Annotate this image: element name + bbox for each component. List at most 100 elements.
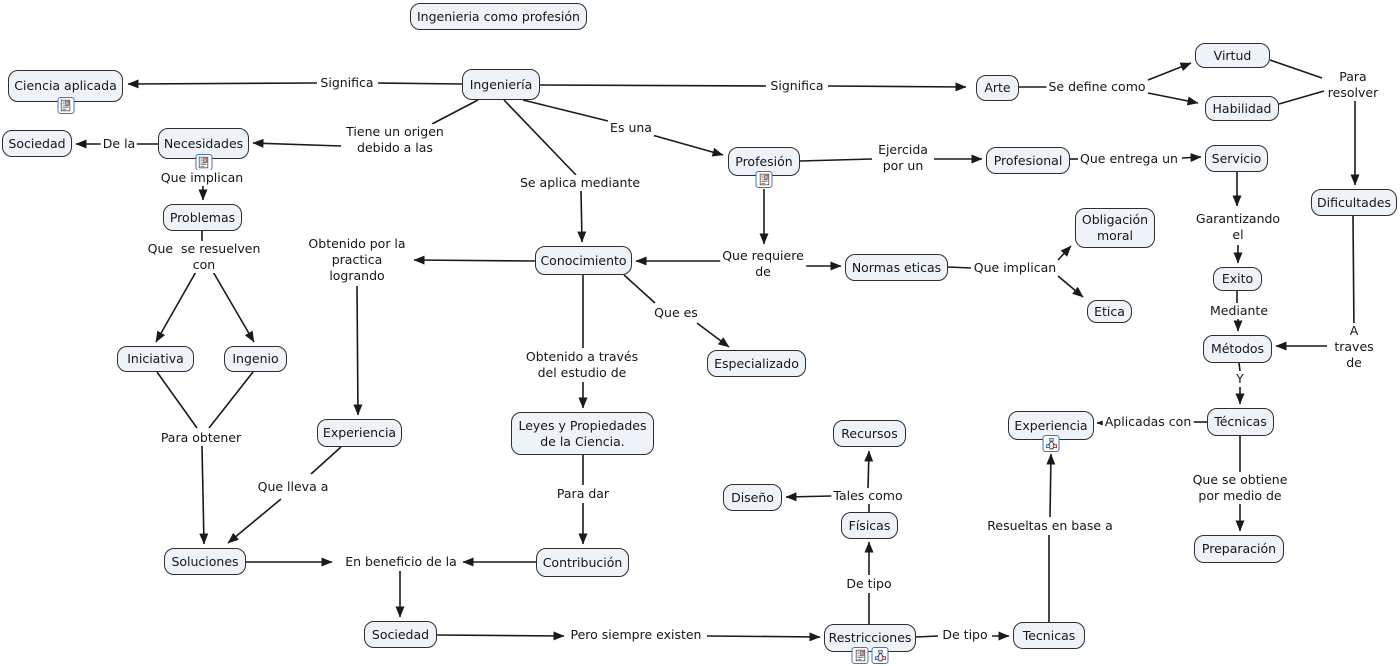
concept-node-obligacion-moral[interactable]: Obligación moral (1075, 208, 1155, 248)
link-label-que-implican-der[interactable]: Que implican (971, 260, 1059, 276)
edge-line (1057, 275, 1084, 298)
document-resource-icon[interactable] (851, 647, 869, 664)
concept-node-tecnicas-bottom[interactable]: Tecnicas (1013, 622, 1085, 649)
link-label-de-tipo-vert[interactable]: De tipo (844, 576, 894, 592)
concept-node-arte[interactable]: Arte (976, 75, 1019, 101)
edge-line (227, 498, 282, 544)
concept-node-necesidades[interactable]: Necesidades (158, 128, 249, 171)
link-label-que-requiere[interactable]: Que requiere de (720, 248, 806, 280)
concept-node-label: Soluciones (171, 553, 239, 569)
link-label-para-obtener[interactable]: Para obtener (158, 430, 244, 446)
concept-node-dificultades[interactable]: Dificultades (1311, 189, 1397, 216)
concept-node-metodos[interactable]: Métodos (1203, 335, 1272, 363)
link-label-obtenido-estudio[interactable]: Obtenido a través del estudio de (523, 349, 641, 381)
edge-line (1046, 453, 1056, 518)
concept-node-experiencia-tecnica[interactable]: Experiencia (1008, 411, 1094, 452)
concept-node-problemas[interactable]: Problemas (163, 204, 242, 231)
concept-node-soluciones[interactable]: Soluciones (164, 548, 246, 575)
concept-node-servicio[interactable]: Servicio (1205, 145, 1268, 172)
resource-icons-row (195, 154, 212, 171)
concept-node-label: Servicio (1211, 150, 1262, 166)
link-label-para-resolver[interactable]: Para resolver (1325, 69, 1381, 101)
link-label-de-tipo-horiz[interactable]: De tipo (940, 627, 990, 643)
concept-node-habilidad[interactable]: Habilidad (1205, 96, 1279, 121)
link-label-se-aplica[interactable]: Se aplica mediante (517, 175, 643, 191)
concept-node-recursos[interactable]: Recursos (833, 420, 906, 447)
concept-node-label: Dificultades (1317, 194, 1391, 210)
link-label-que-lleva[interactable]: Que lleva a (255, 479, 331, 495)
concept-node-tecnicas-right[interactable]: Técnicas (1207, 408, 1274, 436)
link-label-aplicadas[interactable]: Aplicadas con (1102, 414, 1194, 430)
link-label-ejercida[interactable]: Ejercida por un (876, 142, 930, 174)
concept-node-label: Obligación moral (1081, 212, 1149, 243)
edge-line (436, 631, 565, 641)
link-label-a-traves[interactable]: A traves de (1331, 323, 1377, 371)
link-label-garantizando[interactable]: Garantizando el (1193, 211, 1283, 243)
link-label-pero-siempre[interactable]: Pero siempre existen (568, 627, 704, 643)
link-label-en-beneficio[interactable]: En beneficio de la (343, 554, 459, 570)
concept-node-iniciativa[interactable]: Iniciativa (117, 346, 194, 372)
link-label-que-entrega[interactable]: Que entrega un (1078, 151, 1180, 167)
concept-node-contribucion[interactable]: Contribución (536, 548, 629, 577)
link-label-mediante[interactable]: Mediante (1207, 303, 1271, 319)
concept-map-resource-icon[interactable] (1042, 435, 1060, 452)
link-label-que-se-obtiene[interactable]: Que se obtiene por medio de (1190, 472, 1290, 504)
concept-node-preparacion[interactable]: Preparación (1194, 535, 1284, 563)
concept-node-profesional[interactable]: Profesional (986, 147, 1070, 174)
edge-line (1278, 90, 1325, 105)
concept-node-label: Preparación (1201, 541, 1277, 557)
edge-line (156, 371, 198, 429)
link-label-significa-izq[interactable]: Significa (318, 75, 376, 91)
link-label-para-dar[interactable]: Para dar (554, 486, 612, 502)
concept-node-leyes[interactable]: Leyes y Propiedades de la Ciencia. (511, 412, 654, 455)
link-label-que-se-resuelven[interactable]: Que se resuelven con (145, 241, 263, 273)
edge-line (1057, 245, 1072, 261)
concept-node-etica[interactable]: Etica (1087, 300, 1132, 323)
concept-node-label: Iniciativa (127, 351, 184, 367)
concept-node-label: Ingenieria como profesión (417, 8, 580, 24)
edge-line (353, 285, 363, 416)
link-label-se-define[interactable]: Se define como (1046, 79, 1148, 95)
edge-line (1147, 62, 1192, 81)
link-label-tiene-origen[interactable]: Tiene un origen debido a las (344, 124, 446, 156)
link-label-y[interactable]: Y (1234, 371, 1246, 387)
concept-node-experiencia-practica[interactable]: Experiencia (317, 419, 402, 447)
concept-node-titulo[interactable]: Ingenieria como profesión (410, 3, 587, 30)
concept-node-especializado[interactable]: Especializado (707, 350, 806, 377)
concept-node-sociedad-top[interactable]: Sociedad (2, 130, 72, 157)
concept-node-label: Recursos (841, 425, 898, 441)
link-label-tales-como[interactable]: Tales como (831, 488, 905, 504)
document-resource-icon[interactable] (755, 171, 773, 188)
concept-node-diseno[interactable]: Diseño (723, 484, 782, 511)
concept-node-virtud[interactable]: Virtud (1195, 43, 1270, 68)
concept-node-label: Diseño (731, 489, 774, 505)
link-label-obtenido-practica[interactable]: Obtenido por la practica logrando (306, 236, 408, 284)
edge-line (522, 99, 609, 122)
concept-node-label: Especializado (714, 355, 799, 371)
link-label-que-implican-izq[interactable]: Que implican (158, 170, 246, 186)
concept-node-restricciones[interactable]: Restricciones (824, 624, 916, 664)
concept-node-exito[interactable]: Exito (1213, 267, 1262, 291)
concept-node-ciencia-aplicada[interactable]: Ciencia aplicada (8, 70, 123, 114)
concept-node-ingenieria[interactable]: Ingeniería (462, 69, 540, 100)
edge-line (947, 266, 972, 269)
resource-icons-row (1042, 435, 1060, 452)
link-label-de-la[interactable]: De la (100, 136, 138, 152)
document-resource-icon[interactable] (57, 97, 74, 114)
concept-node-fisicas[interactable]: Físicas (841, 512, 898, 539)
edge-line (696, 322, 730, 348)
concept-node-normas-eticas[interactable]: Normas eticas (845, 254, 948, 281)
link-label-es-una[interactable]: Es una (608, 120, 654, 136)
link-label-que-es[interactable]: Que es (652, 305, 700, 321)
link-label-resueltas[interactable]: Resueltas en base a (985, 518, 1115, 534)
concept-node-conocimiento[interactable]: Conocimiento (535, 246, 632, 275)
concept-node-ingenio[interactable]: Ingenio (224, 346, 287, 372)
concept-node-label: Restricciones (828, 630, 912, 646)
link-label-significa-der[interactable]: Significa (768, 78, 826, 94)
concept-node-label: Experiencia (322, 425, 397, 441)
concept-node-sociedad-bottom[interactable]: Sociedad (364, 621, 437, 648)
concept-node-profesion[interactable]: Profesión (728, 147, 800, 188)
concept-map-resource-icon[interactable] (871, 647, 889, 664)
document-resource-icon[interactable] (195, 154, 212, 171)
edge-line (1181, 153, 1202, 163)
